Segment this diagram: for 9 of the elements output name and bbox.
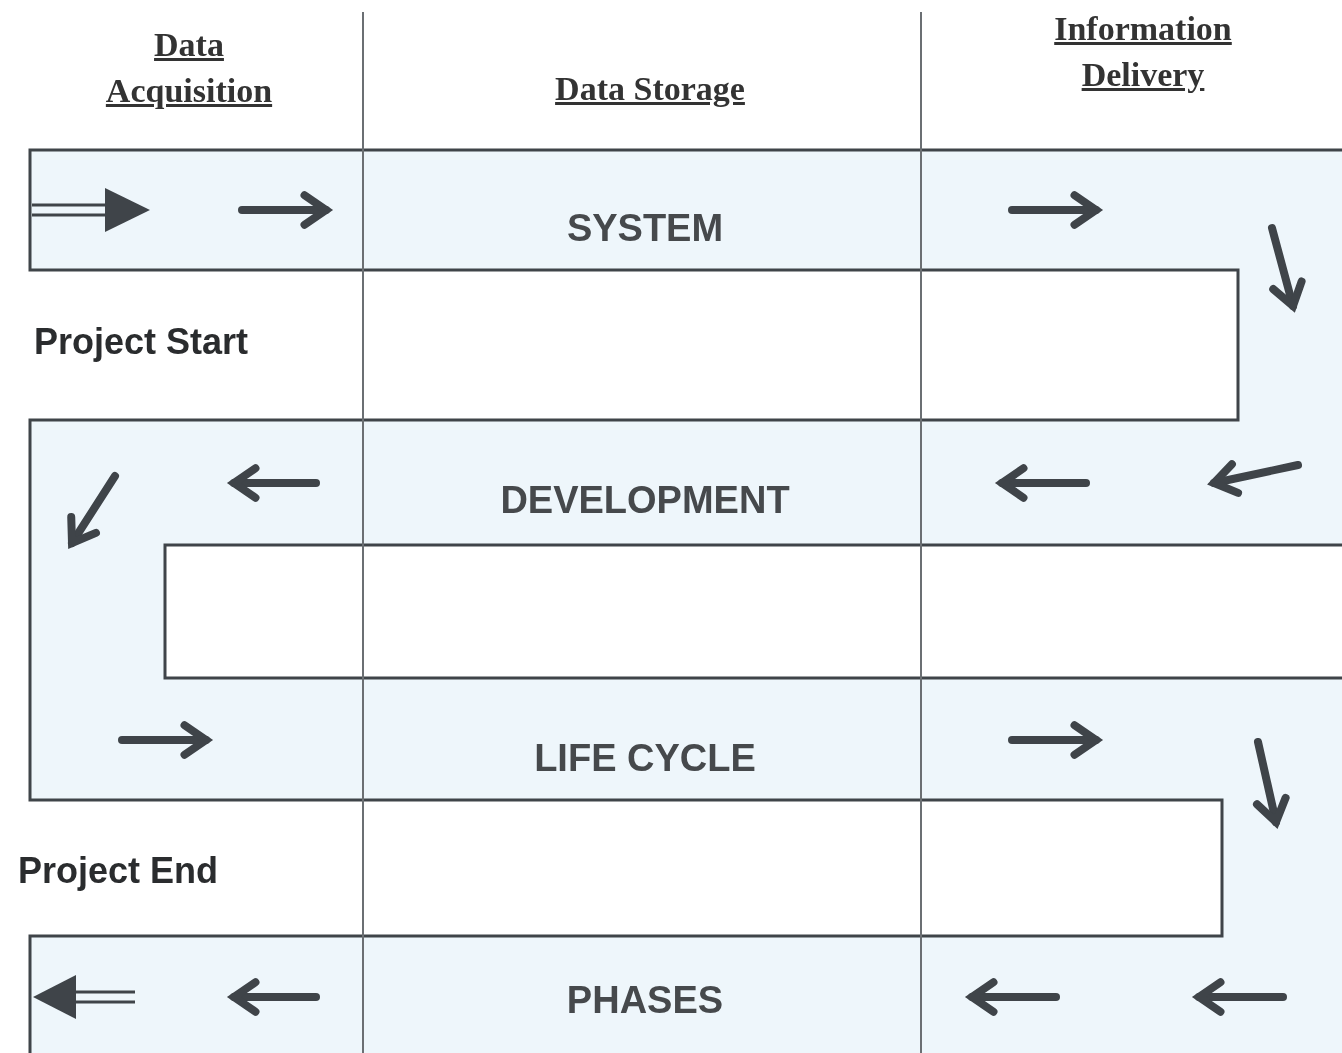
phase-label: PHASES: [566, 978, 724, 1023]
column-heading: Data Storage: [554, 69, 746, 109]
milestone-label: Project End: [18, 849, 219, 893]
column-heading: Data Acquisition: [104, 25, 274, 111]
phase-label: SYSTEM: [566, 206, 724, 251]
milestone-label: Project Start: [34, 320, 249, 364]
phase-label: LIFE CYCLE: [534, 736, 756, 781]
column-heading: Information Delivery: [1053, 9, 1233, 95]
phase-label: DEVELOPMENT: [500, 478, 790, 523]
